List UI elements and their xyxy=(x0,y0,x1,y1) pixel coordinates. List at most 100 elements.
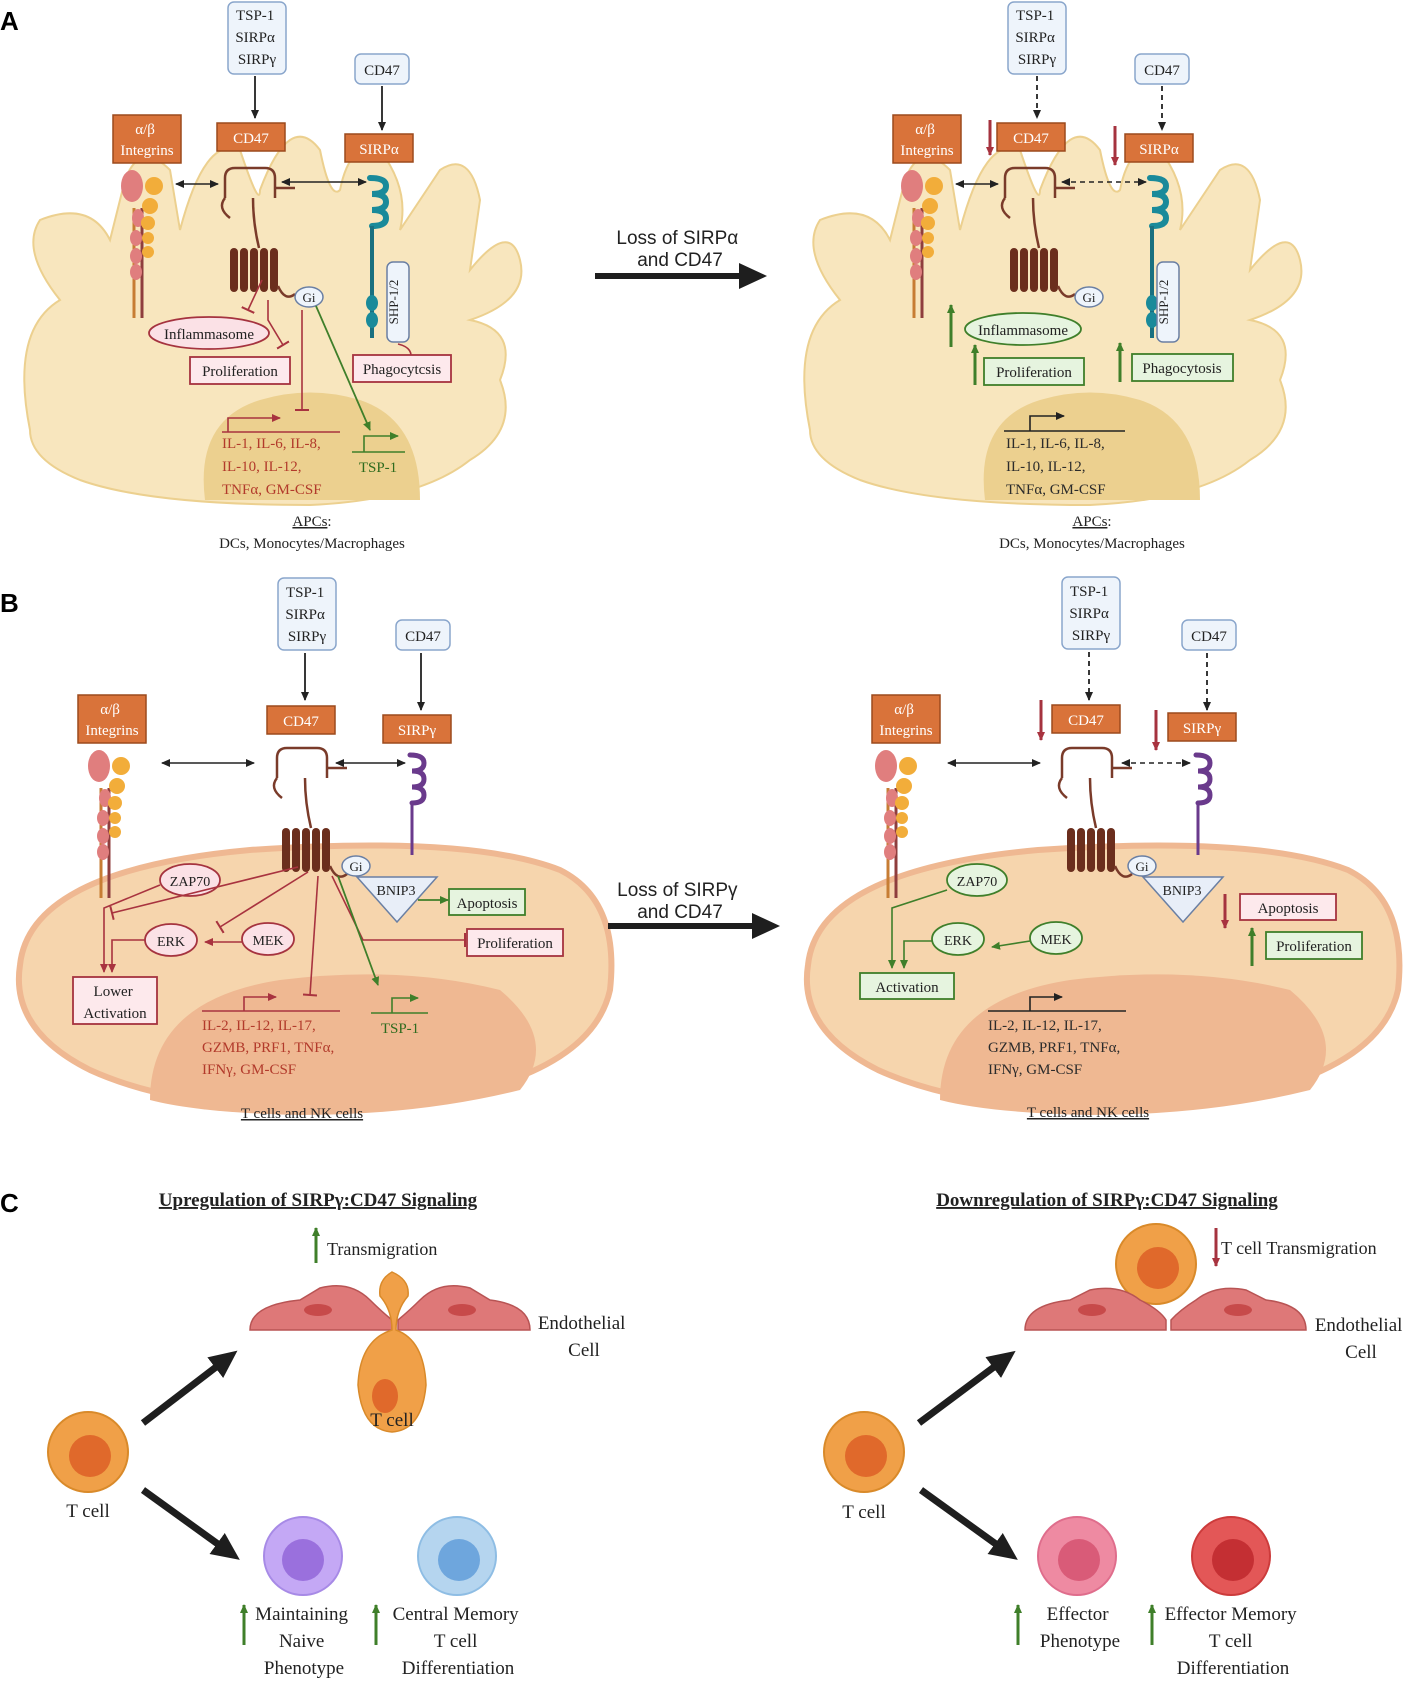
sirpa-receptor-label: SIRPα xyxy=(359,142,399,158)
panel-a-transition-label: Loss of SIRPα and CD47 xyxy=(616,228,743,271)
sirpg-glyph xyxy=(410,755,424,855)
mek-node xyxy=(1029,921,1083,955)
ligand-box xyxy=(1061,576,1121,650)
inhibit-zap70 xyxy=(109,866,299,921)
cd47-ligand-box xyxy=(395,619,451,651)
phagocytosis-label: Phagocytosis xyxy=(1142,361,1221,377)
integrins-label: α/β Integrins xyxy=(120,122,173,159)
panel-c-left-title: Upregulation of SIRPγ:CD47 Signaling xyxy=(159,1190,478,1211)
panel-b-transition-label: Loss of SIRPγ and CD47 xyxy=(617,880,743,923)
cytokine-list: IL-1, IL-6, IL-8, IL-10, IL-12, TNFα, GM… xyxy=(1006,436,1108,498)
cd47-receptor-label: CD47 xyxy=(283,714,319,730)
central-memory-t-cell-nucleus xyxy=(438,1539,480,1581)
apc-caption-title: APCs: xyxy=(1072,514,1111,530)
inhibit-inflammasome xyxy=(241,279,263,314)
gi-label: Gi xyxy=(1136,859,1149,874)
cd47-receptor-label: CD47 xyxy=(1068,713,1104,729)
activation-box xyxy=(859,972,955,1000)
ligand-box-text: TSP-1 SIRPα SIRPγ xyxy=(285,585,328,645)
endothelial-nucleus xyxy=(1224,1304,1252,1316)
migrating-t-cell-nucleus xyxy=(372,1379,398,1413)
inhibit-mek xyxy=(215,871,309,934)
naive-t-cell-nucleus xyxy=(282,1539,324,1581)
bnip3-triangle xyxy=(1141,876,1225,924)
cytokine-promoter xyxy=(1004,416,1125,432)
cd47-receptor-label: CD47 xyxy=(233,131,269,147)
transmigration-label: Transmigration xyxy=(327,1239,437,1259)
bnip3-label: BNIP3 xyxy=(1163,884,1202,899)
blocked-t-cell-nucleus xyxy=(1137,1247,1179,1289)
erk-node xyxy=(931,922,985,956)
tcell-caption: T cells and NK cells xyxy=(1027,1105,1149,1121)
integrins-label-box xyxy=(77,694,147,744)
t-cell-label: T cell xyxy=(842,1502,885,1523)
shp-label: SHP-1/2 xyxy=(1156,280,1171,325)
apoptosis-label: Apoptosis xyxy=(1258,901,1319,917)
endothelial-nucleus xyxy=(304,1304,332,1316)
cd47-ligand-label: CD47 xyxy=(405,629,441,645)
proliferation-box xyxy=(983,357,1085,386)
panel-a-transition: Loss of SIRPα and CD47 xyxy=(595,228,767,289)
sirpa-receptor-label-box xyxy=(1124,133,1194,163)
naive-label: Maintaining Naive Phenotype xyxy=(255,1604,353,1679)
gi-label: Gi xyxy=(1083,290,1096,305)
zap70-label: ZAP70 xyxy=(957,875,997,890)
erk-to-activation xyxy=(900,940,932,969)
tsp1-gene-label: TSP-1 xyxy=(381,1021,419,1037)
erk-label: ERK xyxy=(157,935,185,950)
panel-c-left: Upregulation of SIRPγ:CD47 Signaling Tra… xyxy=(47,1190,625,1679)
apoptosis-box xyxy=(1239,893,1337,921)
migrating-t-cell-label: T cell xyxy=(370,1410,413,1431)
integrins-label: α/β Integrins xyxy=(900,122,953,159)
apc-caption-body: DCs, Monocytes/Macrophages xyxy=(999,536,1185,552)
t-cell-nucleus xyxy=(69,1435,111,1477)
activate-tsp1 xyxy=(337,875,379,986)
shp-box xyxy=(386,261,410,343)
endothelial-nucleus xyxy=(448,1304,476,1316)
bnip3-triangle xyxy=(355,876,439,924)
sirpg-receptor-label-box xyxy=(382,714,452,744)
proliferation-label: Proliferation xyxy=(202,364,278,380)
arrow-to-transmigration xyxy=(140,1350,238,1426)
t-cell-label: T cell xyxy=(66,1501,109,1522)
panel-b-transition: Loss of SIRPγ and CD47 xyxy=(608,880,780,939)
gi-protein xyxy=(341,855,371,877)
proliferation-label: Proliferation xyxy=(996,365,1072,381)
erk-to-activation xyxy=(108,939,145,973)
cytokine-promoter xyxy=(222,418,340,433)
cd47-receptor-label-box xyxy=(216,122,286,152)
mek-node xyxy=(241,922,295,956)
activation-label: Activation xyxy=(875,980,939,996)
inflammasome-label: Inflammasome xyxy=(164,327,254,343)
effector-memory-label: Effector Memory T cell Differentiation xyxy=(1165,1604,1302,1679)
sirpa-receptor-label: SIRPα xyxy=(1139,142,1179,158)
cd47-ligand-box xyxy=(354,53,410,85)
panel-b-letter: B xyxy=(0,588,19,618)
integrins-label: α/β Integrins xyxy=(879,702,932,739)
inflammasome-label: Inflammasome xyxy=(978,323,1068,339)
zap70-to-activation xyxy=(100,884,161,973)
zap70-to-activation xyxy=(888,889,948,969)
effector-t-cell-nucleus xyxy=(1058,1539,1100,1581)
cd47-ligand-label: CD47 xyxy=(364,63,400,79)
apoptosis-label: Apoptosis xyxy=(457,896,518,912)
panel-c-letter: C xyxy=(0,1188,19,1218)
cd47-ligand-label: CD47 xyxy=(1144,63,1180,79)
ligand-box-text: TSP-1 SIRPα SIRPγ xyxy=(1069,584,1112,644)
cytokine-promoter xyxy=(202,997,340,1012)
ligand-box xyxy=(277,577,337,651)
cytokine-promoter xyxy=(988,997,1126,1012)
tsp1-promoter xyxy=(352,436,405,453)
phagocytosis-label: Phagocytcsis xyxy=(363,362,441,378)
bnip3-label: BNIP3 xyxy=(377,884,416,899)
panel-a-left: TSP-1 SIRPα SIRPγ CD47 α/β Integrins CD4… xyxy=(23,1,523,552)
central-memory-label: Central Memory T cell Differentiation xyxy=(393,1604,524,1679)
cd47-receptor-label: CD47 xyxy=(1013,131,1049,147)
tcell-caption: T cells and NK cells xyxy=(241,1106,363,1122)
mek-label: MEK xyxy=(252,934,283,949)
shp-box xyxy=(1156,261,1180,343)
arrow-to-differentiation xyxy=(140,1487,240,1560)
gi-label: Gi xyxy=(303,290,316,305)
tcell-nucleus xyxy=(940,974,1326,1115)
